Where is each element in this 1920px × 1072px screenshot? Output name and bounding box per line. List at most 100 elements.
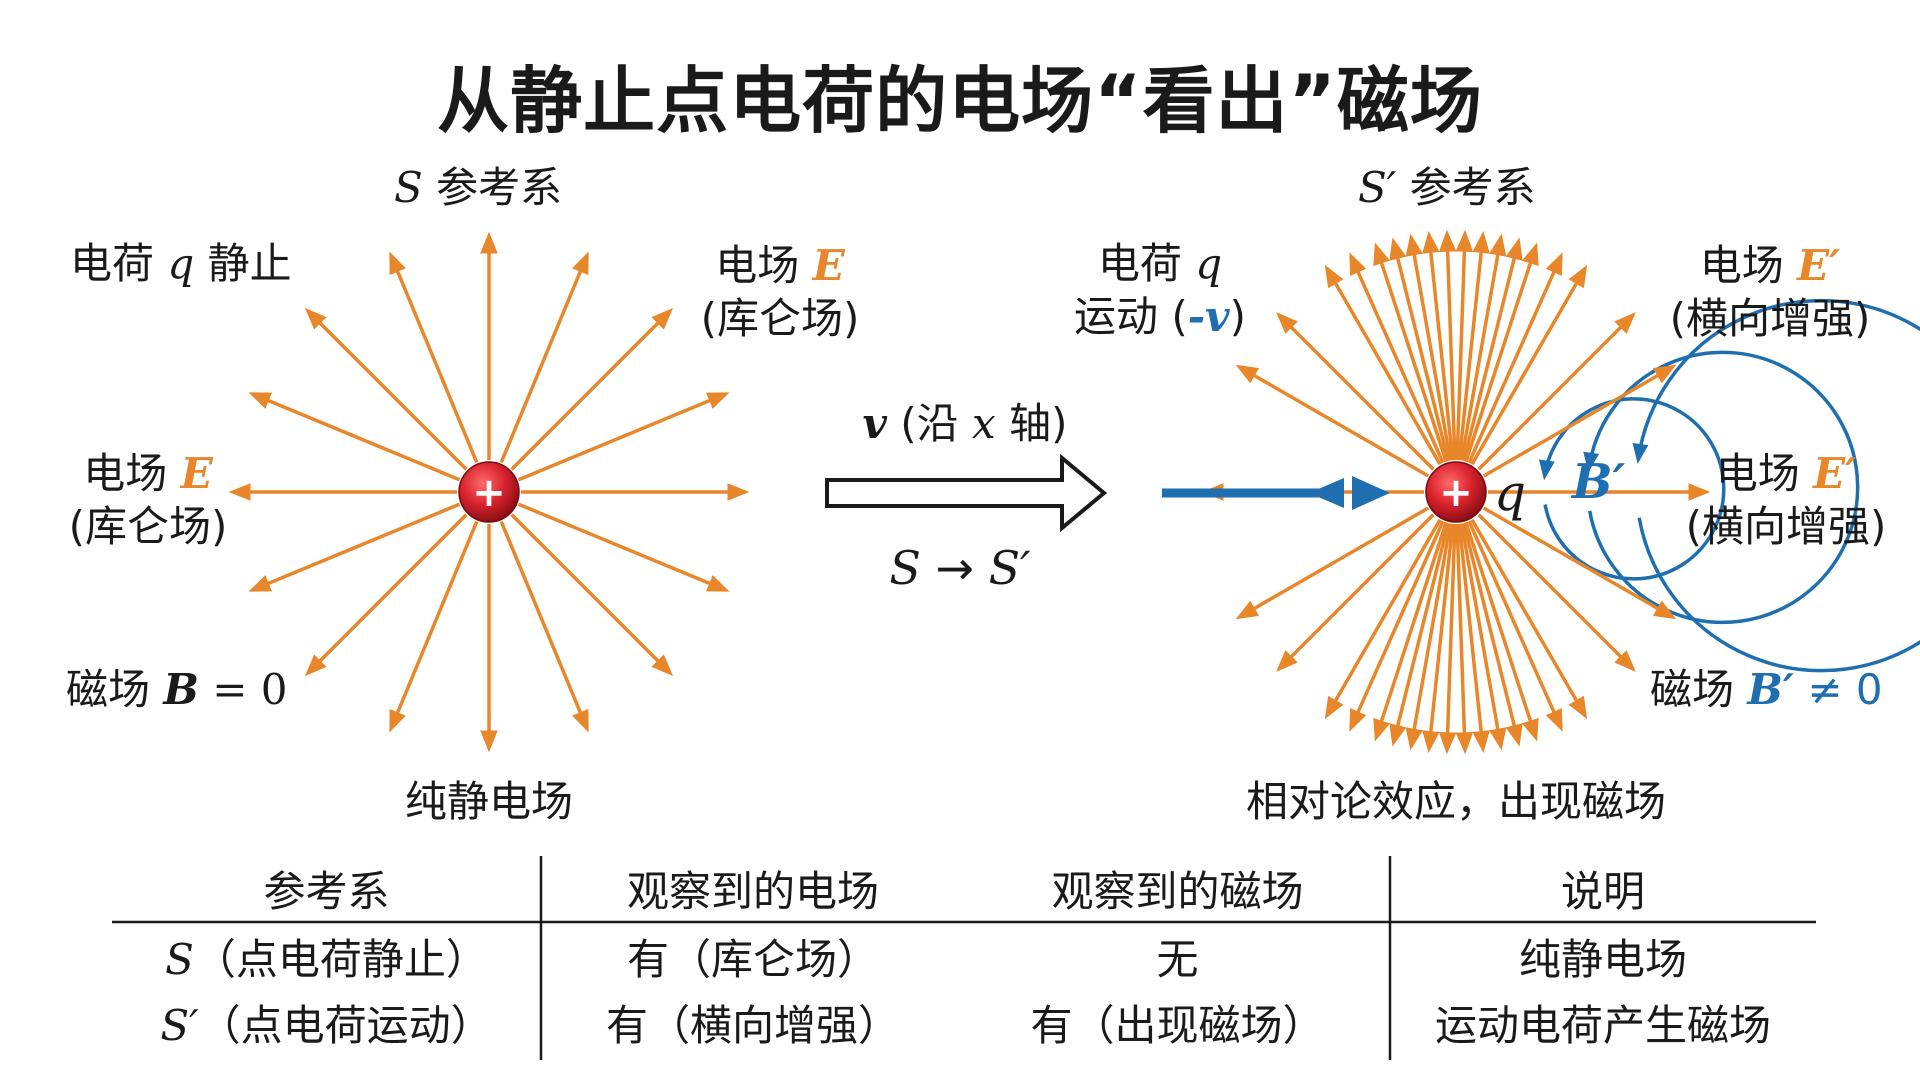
right-field-line: [1462, 237, 1523, 462]
left-efield-top-symbol: E: [812, 241, 845, 290]
table-row-2-frame-symbol: S′: [160, 1001, 199, 1050]
right-field-line: [1276, 312, 1435, 471]
right-field-line: [1455, 523, 1474, 755]
left-charge-prefix: 电荷: [70, 239, 155, 288]
left-field-line: [248, 392, 461, 482]
right-bfield-value: ≠ 0: [1807, 665, 1883, 714]
left-charge-suffix: 静止: [207, 239, 292, 288]
table-header-bfield: 观察到的磁场: [1051, 867, 1304, 916]
right-efield-top-label: 电场 E′ (横向增强): [1660, 240, 1880, 345]
right-field-line: [1373, 521, 1448, 742]
right-efield-top-symbol: E′: [1797, 241, 1841, 290]
right-field-line: [1276, 513, 1435, 672]
right-efield-top-sub: (横向增强): [1669, 293, 1871, 343]
left-charge-sign: +: [472, 470, 506, 516]
right-charge-velocity: -v: [1187, 291, 1230, 341]
table-row-1-frame-note: （点电荷静止）: [193, 935, 488, 984]
velocity-note-close: 轴): [1009, 399, 1068, 448]
right-field-line: [1477, 312, 1636, 471]
right-field-line: [1470, 264, 1588, 466]
table-row-2-frame: S′（点电荷运动）: [112, 992, 541, 1053]
table-header-note: 说明: [1560, 867, 1645, 916]
right-q-symbol: q: [1494, 464, 1527, 522]
right-field-line: [1470, 518, 1588, 720]
left-field-line: [248, 502, 461, 592]
right-field-line: [1349, 520, 1445, 732]
right-charge-sign: +: [1439, 470, 1473, 516]
right-field-line: [1389, 237, 1450, 462]
right-field-line: [1422, 231, 1455, 461]
right-field-line: [1405, 523, 1453, 751]
right-field-line: [1324, 264, 1442, 466]
right-field-line: [1477, 513, 1636, 672]
right-field-line: [1405, 233, 1453, 461]
table-row-1-frame: S（点电荷静止）: [112, 926, 541, 987]
right-field-line: [1482, 506, 1677, 620]
right-field-line: [1464, 242, 1539, 463]
left-efield-top-prefix: 电场: [715, 241, 800, 290]
left-frame-symbol: S: [394, 163, 423, 212]
table-row-1-bfield: 无: [1156, 935, 1199, 984]
magnetic-field-loop: [1632, 298, 1920, 673]
velocity-symbol: v: [862, 399, 887, 448]
right-bfield-label: 磁场 B′ ≠ 0: [1650, 664, 1883, 717]
transform-from: S: [889, 541, 921, 595]
left-caption: 纯静电场: [404, 777, 573, 826]
right-field-line: [1457, 523, 1490, 753]
right-field-line: [1422, 523, 1455, 753]
left-efield-side-sub: (库仑场): [68, 501, 228, 551]
right-frame-symbol: S′: [1358, 163, 1397, 212]
right-bfield-symbol: B′: [1747, 665, 1794, 714]
left-field-line: [510, 307, 674, 471]
transform-arrow: [825, 453, 1108, 533]
right-b-label: B′: [1572, 452, 1625, 512]
right-frame-label: S′ 参考系: [1358, 162, 1536, 215]
left-coulomb-field-lines: [228, 231, 750, 753]
right-frame-text: 参考系: [1409, 163, 1536, 212]
velocity-axis: x: [972, 399, 996, 448]
left-efield-side-symbol: E: [180, 449, 213, 498]
velocity-arrowhead: [1309, 478, 1344, 508]
right-field-line: [1457, 231, 1490, 461]
right-charge-prefix: 电荷: [1097, 239, 1182, 288]
right-field-line: [1373, 242, 1448, 463]
left-efield-side-prefix: 电场: [83, 449, 168, 498]
summary-table: 参考系 观察到的电场 观察到的磁场 说明 S（点电荷静止） 有（库仑场） 无 纯…: [112, 852, 1816, 1062]
table-header-frame: 参考系: [263, 867, 390, 916]
right-b-symbol: B′: [1572, 454, 1626, 510]
left-efield-side-label: 电场 E (库仑场): [58, 448, 238, 553]
right-charge-close: ): [1229, 291, 1246, 341]
left-field-line: [389, 251, 479, 464]
table-row-1-frame-symbol: S: [165, 935, 194, 984]
left-field-line: [304, 307, 468, 471]
right-field-line: [1324, 518, 1442, 720]
transform-arrow-symbol: →: [935, 541, 975, 595]
left-bfield-label: 磁场 B = 0: [66, 664, 288, 717]
table-row-1-efield: 有（库仑场）: [626, 935, 879, 984]
right-field-line: [1482, 364, 1677, 478]
left-field-line: [499, 251, 589, 464]
page-title: 从静止点电荷的电场“看出”磁场: [437, 59, 1483, 143]
right-field-line: [1467, 252, 1563, 464]
left-charge-label: 电荷 q 静止: [70, 238, 292, 291]
right-caption: 相对论效应，出现磁场: [1245, 777, 1666, 826]
left-charge: +: [458, 461, 520, 523]
right-efield-side-symbol: E′: [1813, 449, 1857, 498]
right-field-line: [1464, 521, 1539, 742]
right-field-line: [1467, 520, 1563, 732]
right-field-line: [1389, 522, 1450, 747]
left-field-line: [517, 392, 730, 482]
left-efield-top-label: 电场 E (库仑场): [690, 240, 870, 345]
right-efield-side-label: 电场 E′ (横向增强): [1676, 448, 1896, 553]
left-bfield-value: = 0: [212, 665, 288, 714]
left-field-line: [499, 520, 589, 733]
right-field-line: [1459, 523, 1507, 751]
left-efield-top-sub: (库仑场): [700, 293, 860, 343]
table-row-2-note: 运动电荷产生磁场: [1434, 1001, 1771, 1050]
right-field-line: [1235, 364, 1430, 478]
left-bfield-symbol: B: [163, 665, 199, 714]
right-charge-label: 电荷 q 运动 (-v): [1050, 238, 1270, 343]
right-field-line: [1438, 523, 1457, 755]
right-field-line: [1235, 506, 1430, 620]
